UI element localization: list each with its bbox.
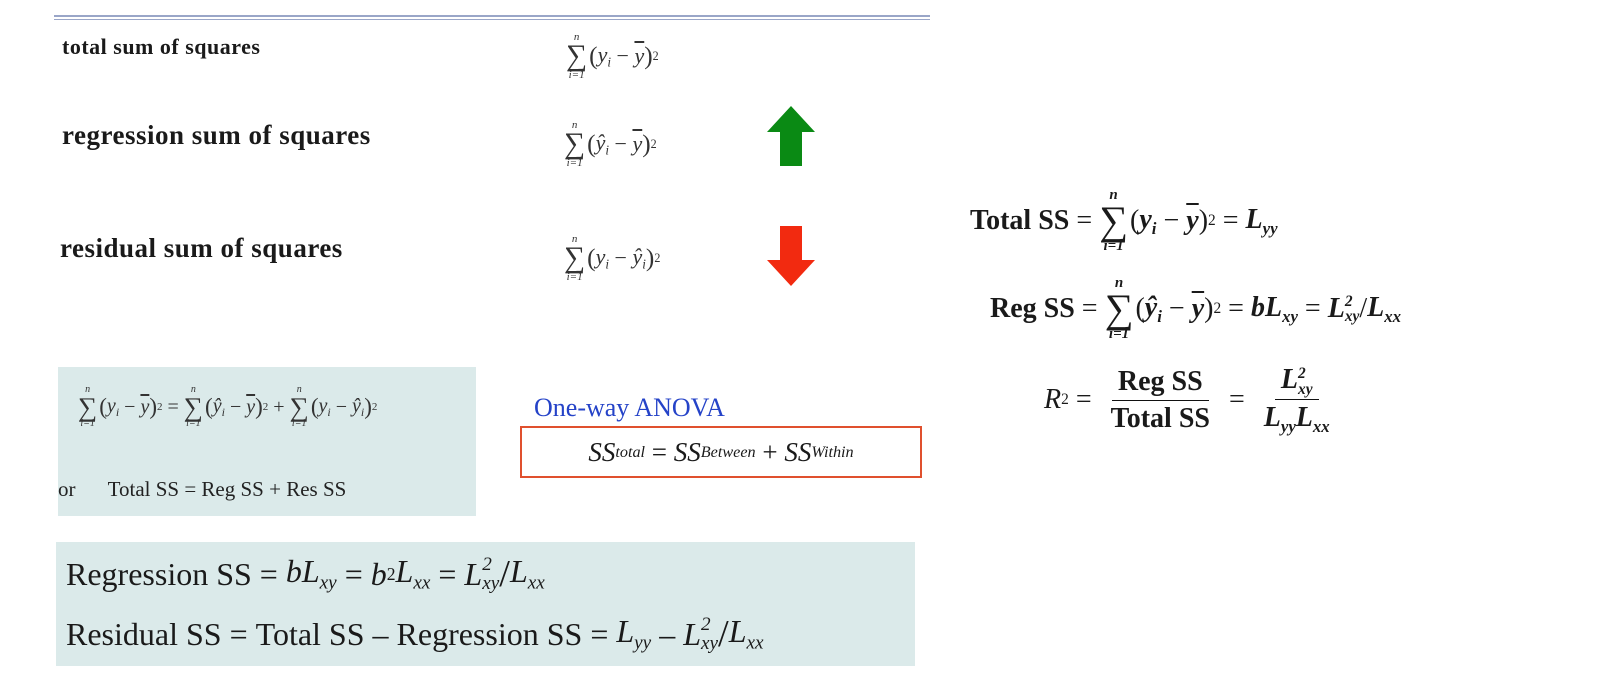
identity-text-row: or Total SS = Reg SS + Res SS <box>58 477 346 502</box>
down-arrow-icon <box>767 226 815 286</box>
residual-ss-label: Residual SS <box>66 615 222 652</box>
regression-ss-label: Regression SS <box>66 555 252 592</box>
right-reg-label: Reg SS <box>990 293 1075 325</box>
up-arrow-icon <box>767 106 815 166</box>
term-label-residual: residual sum of squares <box>60 233 343 263</box>
right-total-label: Total SS <box>970 205 1070 237</box>
top-rule-thin <box>54 19 930 20</box>
formula-regression: n∑i=1 (ŷi − y)2 <box>564 119 657 169</box>
identity-or: or <box>58 477 76 501</box>
identity-text: Total SS = Reg SS + Res SS <box>107 477 347 501</box>
residual-ss-formula: Residual SS = Total SS – Regression SS =… <box>66 613 764 655</box>
term-label-total: total sum of squares <box>62 34 261 59</box>
right-frac-den: Total SS <box>1110 402 1210 434</box>
term-label-regression: regression sum of squares <box>62 120 371 150</box>
right-total-ss: Total SS = n∑i=1 (yi − y)2 = Lyy <box>970 187 1278 255</box>
residual-ss-regression: Regression SS <box>396 615 583 652</box>
formula-residual: n∑i=1 (yi − ŷi)2 <box>564 233 661 283</box>
identity-box: n∑i=1 (yi − y)2 = n∑i=1 (ŷi − y)2 + n∑i=… <box>58 367 476 516</box>
top-rule <box>54 15 930 17</box>
residual-ss-total: Total SS <box>255 615 365 652</box>
anova-title: One-way ANOVA <box>534 393 725 422</box>
identity-formula: n∑i=1 (yi − y)2 = n∑i=1 (ŷi − y)2 + n∑i=… <box>78 384 378 430</box>
right-frac-num: Reg SS <box>1111 366 1209 401</box>
formula-total: n∑i=1 (yi − y)2 <box>566 31 659 81</box>
